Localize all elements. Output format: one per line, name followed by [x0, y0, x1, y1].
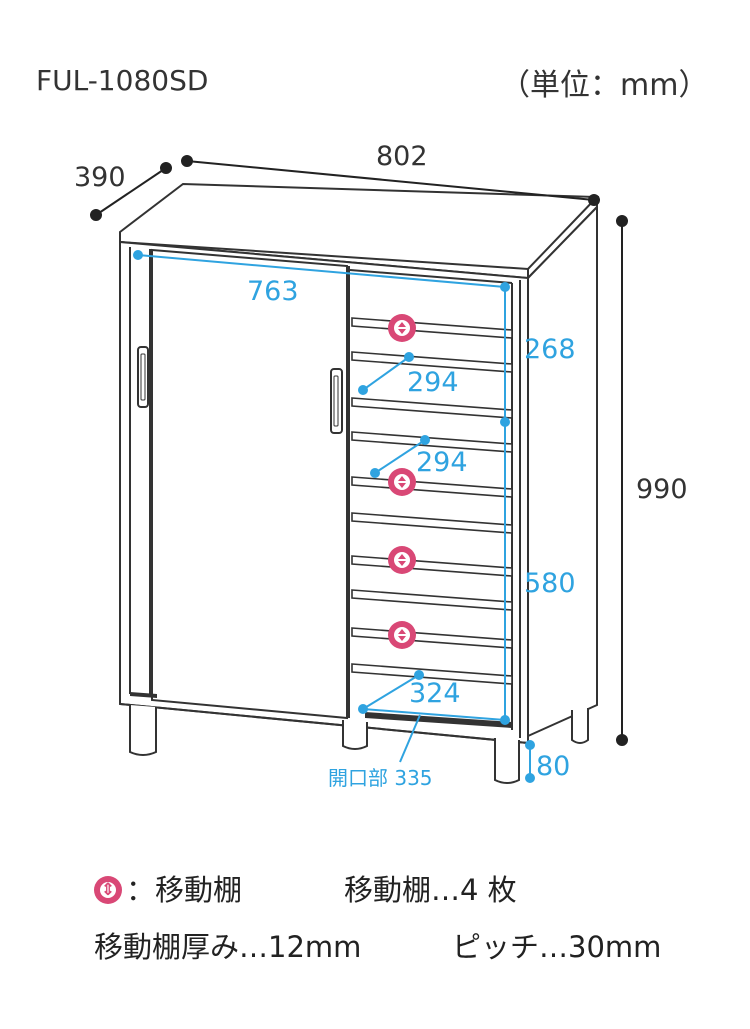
shelf-board: [351, 397, 513, 419]
width-label: 802: [376, 141, 428, 172]
upper-height-label: 268: [524, 334, 576, 365]
movable-shelf-icon: [388, 621, 416, 649]
inner-dimensions: [133, 250, 535, 783]
bottom-depth-line: [362, 674, 420, 710]
shelf-depth-line-1: [362, 356, 410, 391]
left-door: [151, 248, 348, 720]
movable-shelf-icon: [388, 468, 416, 496]
leg: [342, 720, 368, 750]
shelf-board: [351, 512, 513, 534]
outer-dimensions: [90, 155, 628, 746]
inner-width-line: [137, 254, 506, 288]
height-label: 990: [636, 474, 688, 505]
opening-leader-line: [399, 714, 421, 763]
top-board: [119, 182, 600, 271]
movable-shelf-icon: [388, 314, 416, 342]
leg-height-label: 80: [536, 751, 570, 782]
model-number: FUL-1080SD: [36, 64, 209, 97]
cabinet-outline: [119, 182, 600, 745]
shelf-board: [351, 351, 513, 373]
shelf-board: [351, 663, 513, 685]
legend-row-1: ：移動棚: [94, 867, 242, 909]
shelf-depth-label-2: 294: [416, 447, 468, 478]
legend-thickness: 移動棚厚み…12mm: [94, 930, 362, 964]
dimension-labels: 390 802 990 763 268 580 294 294 324 80 開…: [74, 141, 688, 790]
lower-height-label: 580: [524, 568, 576, 599]
shelves: [351, 317, 513, 685]
opening-label: 開口部 335: [328, 766, 433, 790]
movable-shelf-markers: [388, 314, 416, 649]
shelf-depth-label-1: 294: [407, 367, 459, 398]
base-rail-left: [130, 692, 157, 698]
legend-shelf-count: 移動棚…4 枚: [344, 873, 517, 907]
bottom-depth-label: 324: [409, 678, 461, 709]
unit-label: （単位：mm）: [500, 68, 709, 103]
depth-label: 390: [74, 162, 126, 193]
movable-shelf-icon: [388, 546, 416, 574]
side-panel: [527, 204, 598, 738]
width-dim-line: [186, 160, 595, 201]
legs: [129, 705, 589, 784]
shelf-board: [351, 431, 513, 453]
leg: [494, 738, 520, 784]
shelf-depth-line-2: [374, 439, 426, 474]
leg: [571, 708, 589, 744]
depth-dim-line: [95, 167, 167, 216]
legend-icon-label: ：移動棚: [126, 873, 243, 907]
inner-width-label: 763: [247, 276, 299, 307]
base-rail-right: [365, 712, 512, 728]
shelf-board: [351, 589, 513, 611]
leg: [129, 705, 157, 756]
movable-shelf-icon: [94, 876, 122, 904]
legend-pitch: ピッチ…30mm: [452, 930, 662, 964]
